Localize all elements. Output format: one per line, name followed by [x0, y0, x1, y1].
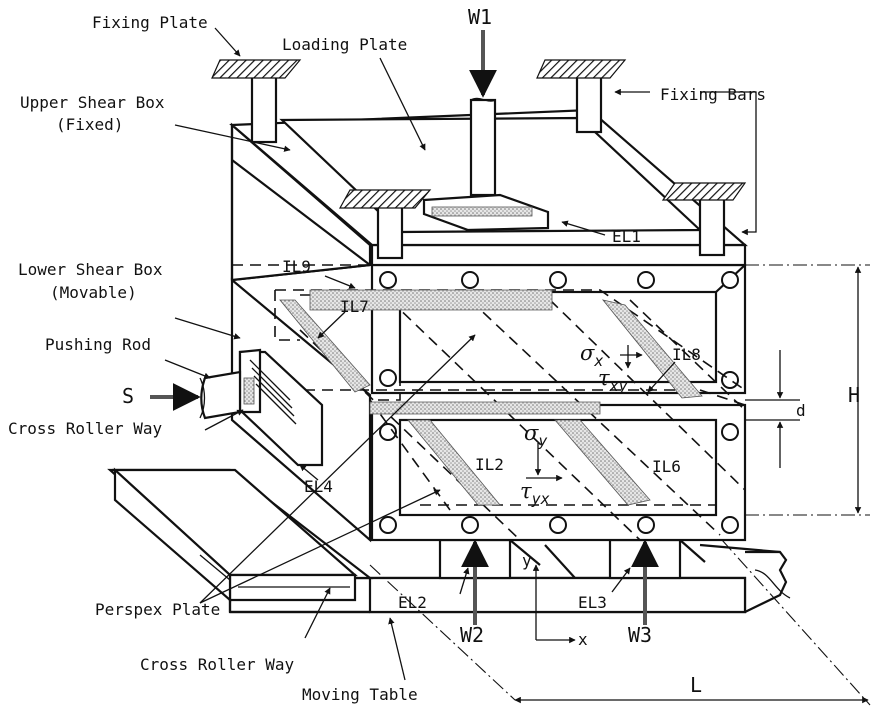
force-arrows	[150, 30, 659, 625]
label-x-axis: x	[578, 630, 588, 649]
label-perspex-plate: Perspex Plate	[95, 600, 220, 619]
leader-lines	[164, 27, 757, 681]
label-w2: W2	[460, 623, 484, 647]
label-tau-yx: τyx	[520, 479, 550, 508]
label-pushing-rod: Pushing Rod	[45, 335, 151, 354]
loading-plate	[422, 97, 550, 232]
il8-gauge	[601, 299, 703, 399]
label-el3: EL3	[578, 593, 607, 612]
el4-gauge	[243, 377, 255, 405]
cross-roller-way-lower	[112, 467, 358, 603]
label-lower-shear-box: Lower Shear Box	[18, 260, 163, 279]
label-upper-shear-box-fixed: (Fixed)	[56, 115, 123, 134]
label-y-axis: y	[522, 551, 532, 570]
label-s: S	[122, 384, 134, 408]
cross-roller-way-upper	[238, 348, 324, 467]
dimension-lines	[369, 264, 871, 706]
label-il9: IL9	[282, 257, 311, 276]
label-el2: EL2	[398, 593, 427, 612]
il-gap-gauge	[369, 401, 601, 415]
bolt-rings	[379, 271, 739, 534]
label-h: H	[848, 383, 860, 407]
label-il2: IL2	[475, 455, 504, 474]
labels: Fixing Plate W1 Loading Plate Upper Shea…	[8, 5, 860, 704]
fixing-plate-bl	[338, 189, 432, 209]
label-w1: W1	[468, 5, 492, 29]
label-el1: EL1	[612, 227, 641, 246]
label-fixing-plate: Fixing Plate	[92, 13, 208, 32]
label-fixing-bars: Fixing Bars	[660, 85, 766, 104]
il2-gauge	[407, 419, 501, 506]
fixing-plate-tr	[536, 59, 627, 79]
label-l: L	[690, 673, 702, 697]
label-cross-roller-way-lower: Cross Roller Way	[140, 655, 294, 674]
stress-arrows	[526, 345, 643, 482]
fixing-bars	[211, 59, 747, 260]
label-el4: EL4	[304, 477, 333, 496]
label-il8: IL8	[672, 345, 701, 364]
fixing-plate-br	[661, 182, 747, 201]
label-il7: IL7	[340, 297, 369, 316]
label-il6: IL6	[652, 457, 681, 476]
label-sigma-y: σy	[524, 421, 547, 450]
label-sigma-x: σx	[580, 341, 603, 370]
label-d: d	[796, 401, 806, 420]
label-upper-shear-box: Upper Shear Box	[20, 93, 165, 112]
pushing-rod	[199, 370, 242, 420]
el1-gauge	[431, 206, 533, 217]
il9-gauge	[309, 289, 553, 311]
label-cross-roller-way-upper: Cross Roller Way	[8, 419, 162, 438]
label-lower-shear-box-movable: (Movable)	[50, 283, 137, 302]
fixing-plate-tl	[211, 59, 302, 79]
coordinate-axes	[532, 564, 576, 644]
il7-gauge	[279, 299, 371, 393]
label-w3: W3	[628, 623, 652, 647]
label-loading-plate: Loading Plate	[282, 35, 407, 54]
internal-gauges	[279, 289, 703, 506]
il6-gauge	[554, 419, 651, 506]
label-moving-table: Moving Table	[302, 685, 418, 704]
support-legs	[438, 538, 706, 580]
label-tau-xy: τxy	[598, 366, 628, 395]
